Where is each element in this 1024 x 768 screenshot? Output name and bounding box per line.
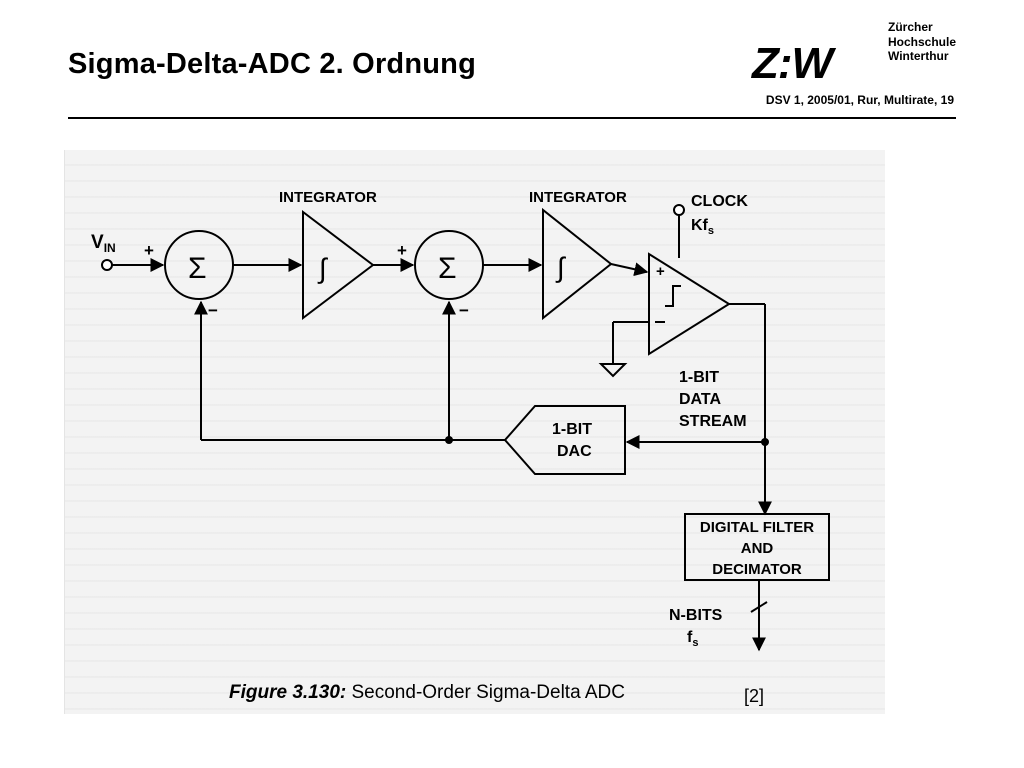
- sum2-minus: −: [459, 301, 469, 320]
- figure-caption: Figure 3.130: Second-Order Sigma-Delta A…: [229, 682, 625, 703]
- dac-label-1: 1-BIT: [552, 421, 592, 438]
- logo-line-1: Zürcher: [888, 20, 933, 34]
- bit-stream-label-1: 1-BIT: [679, 369, 719, 386]
- scanned-figure: VIN + Σ − INTEGRATOR ∫ + Σ − INTEG: [64, 150, 885, 714]
- logo-text: Zürcher Hochschule Winterthur: [888, 20, 956, 64]
- ground-icon: [598, 363, 628, 378]
- logo-line-3: Winterthur: [888, 49, 949, 63]
- sum1-plus: +: [144, 241, 154, 260]
- output-bus-slash: [750, 601, 768, 613]
- integrator-2-label: INTEGRATOR: [529, 189, 627, 206]
- clock-freq: Kfs: [691, 217, 714, 237]
- integrator-1: [302, 209, 375, 321]
- summer-1-symbol: Σ: [188, 252, 207, 285]
- sum2-plus: +: [397, 241, 407, 260]
- bit-stream-label-2: DATA: [679, 391, 722, 408]
- nbits-freq: fs: [687, 629, 698, 649]
- header-rule: [68, 117, 956, 119]
- slide-title: Sigma-Delta-ADC 2. Ordnung: [68, 48, 476, 80]
- junction-dot-2: [761, 438, 769, 446]
- bit-stream-label-3: STREAM: [679, 413, 747, 430]
- logo-line-2: Hochschule: [888, 34, 957, 49]
- dac-label-2: DAC: [557, 443, 592, 460]
- comparator-plus: +: [656, 263, 665, 280]
- block-diagram: VIN + Σ − INTEGRATOR ∫ + Σ − INTEG: [91, 189, 830, 703]
- nbits-label: N-BITS: [669, 607, 723, 624]
- clock-label: CLOCK: [691, 193, 748, 210]
- dac-block: [503, 405, 626, 475]
- filter-label-3: DECIMATOR: [712, 561, 802, 578]
- integrator-1-symbol: ∫: [317, 253, 329, 284]
- zhw-logo: Z:W Zürcher Hochschule Winterthur: [752, 20, 972, 88]
- comparator: [648, 252, 731, 356]
- footer-info: DSV 1, 2005/01, Rur, Multirate, 19: [765, 93, 954, 107]
- sum1-minus: −: [208, 301, 218, 320]
- integrator-2: [542, 207, 613, 321]
- clock-terminal: [673, 204, 685, 216]
- vin-terminal: [101, 259, 113, 271]
- filter-label-2: AND: [741, 540, 774, 557]
- wire-int2-comp: [610, 262, 649, 277]
- integrator-2-symbol: ∫: [555, 252, 567, 283]
- filter-label-1: DIGITAL FILTER: [700, 519, 814, 536]
- citation: [2]: [744, 686, 765, 706]
- logo-mark: Z:W: [752, 39, 833, 88]
- digital-filter-block: [684, 513, 830, 581]
- integrator-1-label: INTEGRATOR: [279, 189, 377, 206]
- comparator-latch-icon: [665, 285, 681, 307]
- vin-label: VIN: [91, 232, 116, 255]
- summer-2-symbol: Σ: [438, 252, 457, 285]
